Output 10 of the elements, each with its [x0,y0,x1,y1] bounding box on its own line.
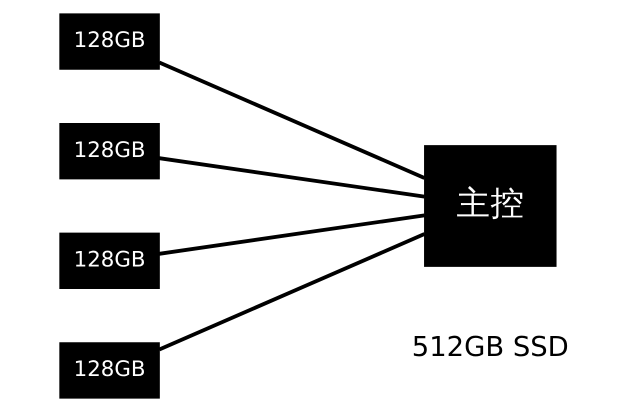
node-box: 128GB [58,342,160,399]
connector [158,232,425,352]
node-box: 128GB [58,123,160,180]
connector [158,213,424,256]
node-box: 128GB [58,13,160,70]
node-box: 128GB [58,232,160,289]
connector [158,60,425,180]
connector [158,156,424,199]
label: 512GB SSD [411,332,568,363]
node-box: 主控 [424,145,556,267]
